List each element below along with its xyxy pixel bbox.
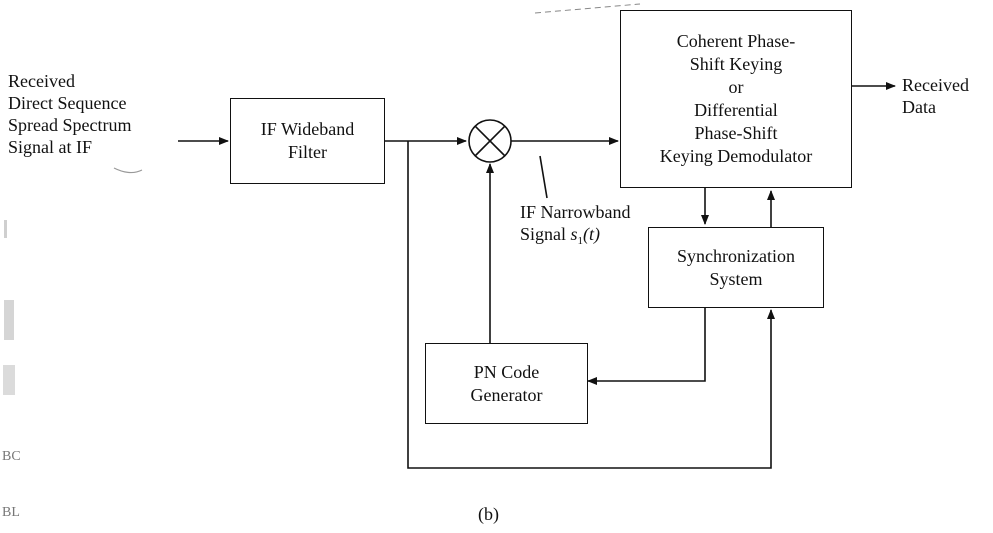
margin-mark-bc: BC — [2, 449, 21, 464]
mixer-cross-2 — [474, 125, 506, 157]
input-signal-label: Received Direct Sequence Spread Spectrum… — [8, 71, 132, 157]
narrowband-pointer — [539, 155, 548, 199]
pn-line-2: Generator — [470, 384, 543, 405]
demod-line-3: or — [728, 77, 744, 97]
scan-mark — [113, 167, 143, 174]
scan-speck — [3, 365, 15, 395]
sync-line-2: System — [709, 268, 763, 289]
scan-artifact-line — [534, 3, 641, 14]
margin-mark-bl: BL — [2, 505, 20, 520]
if-filter-line-2: Filter — [288, 142, 327, 162]
sync-line-1: Synchronization — [677, 245, 795, 266]
if-wideband-filter-block: IF Wideband Filter — [230, 98, 385, 184]
pn-line-1: PN Code — [473, 361, 540, 382]
demodulator-block: Coherent Phase- Shift Keying or Differen… — [620, 10, 852, 188]
demod-line-4: Differential — [694, 100, 778, 120]
received-data-label: Received Data — [902, 75, 969, 117]
demod-line-5: Phase-Shift — [694, 123, 778, 143]
demod-line-2: Shift Keying — [689, 54, 783, 74]
bypass-feedback-line — [407, 141, 775, 469]
demod-line-1: Coherent Phase- — [676, 31, 796, 51]
sync-to-pn-arrow — [587, 308, 706, 385]
demod-line-6: Keying Demodulator — [659, 146, 813, 166]
scan-speck — [4, 220, 7, 238]
pn-code-generator-block: PN Code Generator — [425, 343, 588, 424]
figure-caption: (b) — [478, 504, 499, 524]
scan-speck — [4, 300, 14, 340]
narrowband-signal-label: IF Narrowband Signal s1(t) — [520, 202, 631, 247]
if-filter-line-1: IF Wideband — [260, 119, 355, 139]
synchronization-system-block: Synchronization System — [648, 227, 824, 308]
